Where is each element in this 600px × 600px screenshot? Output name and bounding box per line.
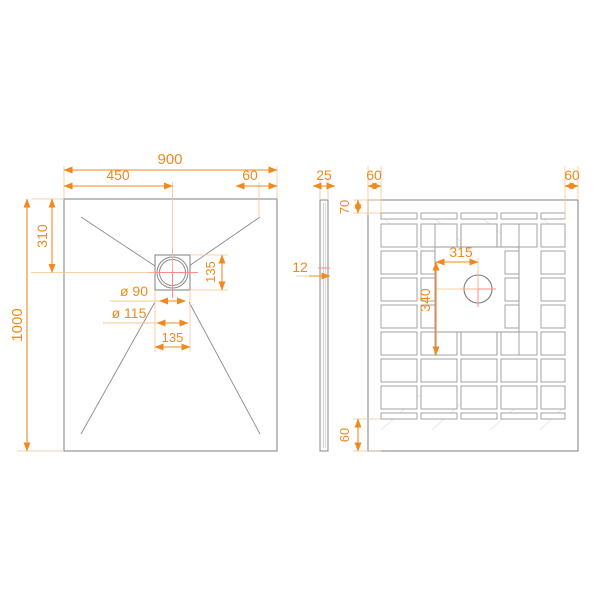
rib-cell [380, 412, 418, 420]
dim-label-135-h: 135 [162, 330, 184, 345]
tray-outline-top [63, 198, 278, 452]
dim-label-dia-115: ø 115 [112, 305, 147, 321]
rib-cell [500, 212, 538, 220]
rib-cell [540, 250, 566, 275]
rib-cell [380, 331, 418, 356]
rib-cell [420, 250, 436, 275]
rib-cell [460, 412, 498, 420]
dim-70: 70 [337, 199, 362, 214]
dim-12: 12 [292, 259, 331, 280]
dim-label-60-right: 60 [564, 167, 580, 183]
dim-60-right-top: 60 [235, 167, 278, 190]
rib-cell [540, 412, 566, 420]
rib-cell [420, 385, 458, 410]
dim-label-25: 25 [316, 167, 332, 183]
rib-cell [504, 304, 520, 329]
dim-315: 315 [435, 244, 479, 266]
rib-cell [420, 212, 458, 220]
rib-cell [540, 385, 566, 410]
rib-cell [504, 250, 520, 275]
dim-60-left-bottom: 60 [366, 167, 382, 190]
dim-60-bottom: 60 [337, 418, 362, 452]
rib-cell [380, 250, 418, 275]
dim-label-60-left: 60 [366, 167, 382, 183]
rib-cell [380, 358, 418, 383]
dim-label-60-bot: 60 [337, 428, 352, 442]
rib-cell [460, 385, 498, 410]
dim-label-135-v: 135 [203, 261, 218, 283]
dim-dia-90: ø 90 [110, 283, 186, 305]
slope-lines [80, 216, 261, 435]
dim-height-1000: 1000 [9, 198, 31, 452]
rib-cell [380, 223, 418, 248]
rib-cell [504, 277, 520, 302]
rib-cell [540, 212, 566, 220]
bottom-view: 60 60 70 60 315 340 [337, 166, 580, 452]
rib-cell [420, 358, 458, 383]
dim-label-12: 12 [292, 259, 308, 275]
dim-label-340: 340 [417, 288, 433, 312]
dim-label-70: 70 [337, 200, 352, 214]
rib-cell [460, 358, 498, 383]
tray-outline-side [319, 199, 329, 452]
dim-340: 340 [417, 261, 440, 356]
rib-cell [420, 412, 458, 420]
rib-cell [540, 223, 566, 248]
rib-cell [380, 212, 418, 220]
dim-label-315: 315 [449, 244, 473, 260]
rib-cell [500, 412, 538, 420]
rib-cell [500, 358, 538, 383]
dim-60-right-bottom: 60 [564, 167, 580, 190]
dim-label-450: 450 [106, 167, 130, 183]
rib-cell [540, 331, 566, 356]
dim-135-horizontal: 135 [154, 330, 191, 351]
dim-label-310: 310 [34, 224, 50, 248]
rib-cell [500, 385, 538, 410]
rib-cell [420, 331, 458, 356]
side-view: 25 12 [292, 167, 336, 452]
rib-cell [540, 304, 566, 329]
dim-310: 310 [34, 198, 56, 273]
rib-cell [460, 212, 498, 220]
dim-25: 25 [312, 167, 336, 190]
dim-label-900: 900 [157, 151, 182, 168]
rib-cell [380, 304, 418, 329]
dim-label-60-top: 60 [242, 167, 258, 183]
dim-label-1000: 1000 [9, 308, 26, 341]
rib-cell [540, 277, 566, 302]
dim-label-dia-90: ø 90 [120, 283, 148, 299]
dim-dia-115: ø 115 [103, 305, 189, 327]
dim-450: 450 [63, 167, 173, 190]
dim-width-900: 900 [63, 151, 278, 174]
top-view: 900 450 60 1000 310 135 13 [9, 151, 278, 452]
rib-cell [460, 331, 498, 356]
rib-cell [540, 358, 566, 383]
rib-cell [380, 277, 418, 302]
dim-135-vertical: 135 [203, 254, 226, 291]
rib-cell [380, 385, 418, 410]
recess-corner-steps [434, 224, 520, 355]
